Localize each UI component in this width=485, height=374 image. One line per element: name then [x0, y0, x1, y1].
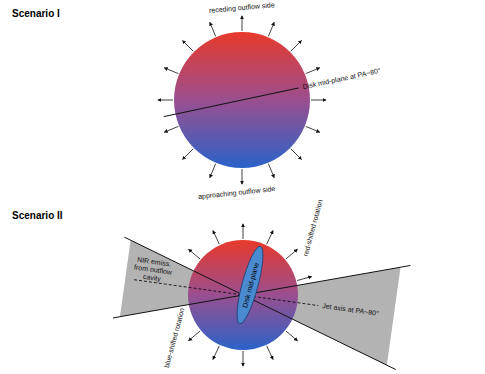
cavity-edge-line: [124, 237, 395, 369]
outflow-arrow: [242, 169, 243, 184]
rotation-label: red-shifted rotation: [302, 199, 325, 257]
outflow-arrow: [242, 16, 243, 31]
scenario-title: Scenario I: [12, 8, 60, 20]
outflow-side-label: receding outflow side: [209, 1, 275, 15]
outflow-cavity: [120, 240, 401, 365]
outflow-arrow: [291, 149, 302, 160]
outflow-arrow: [267, 346, 273, 360]
outflow-arrow: [158, 100, 173, 101]
ellipse-shape: [232, 244, 268, 325]
outflow-arrow: [183, 41, 194, 52]
outflow-arrow: [210, 164, 216, 178]
outflow-arrow: [189, 331, 200, 341]
outflow-arrow: [267, 231, 273, 245]
outflow-arrow: [243, 224, 244, 239]
envelope-sphere: [188, 240, 298, 350]
rotation-label: blue-shifted rotation: [162, 307, 186, 368]
disk-midplane-line: [164, 88, 299, 117]
outflow-arrow: [164, 68, 178, 74]
outflow-arrow: [286, 331, 297, 341]
outflow-arrow: [183, 149, 194, 160]
outflow-arrow: [189, 249, 200, 259]
outflow-arrow: [210, 22, 216, 36]
outflow-arrow: [311, 100, 326, 101]
outflow-side-label: approaching outflow side: [197, 185, 275, 201]
outflow-arrow: [291, 41, 302, 52]
scenario-title: Scenario II: [12, 210, 63, 222]
outflow-arrow: [268, 22, 274, 36]
outflow-arrow: [306, 126, 320, 132]
outflow-arrow: [164, 126, 178, 132]
outflow-arrow: [213, 346, 219, 360]
outflow-arrow: [243, 351, 244, 366]
outflow-arrow: [213, 231, 219, 245]
outflow-arrow: [306, 68, 320, 74]
outflow-arrow: [297, 277, 311, 281]
outflow-arrow: [286, 249, 297, 259]
outflow-arrow: [268, 164, 274, 178]
